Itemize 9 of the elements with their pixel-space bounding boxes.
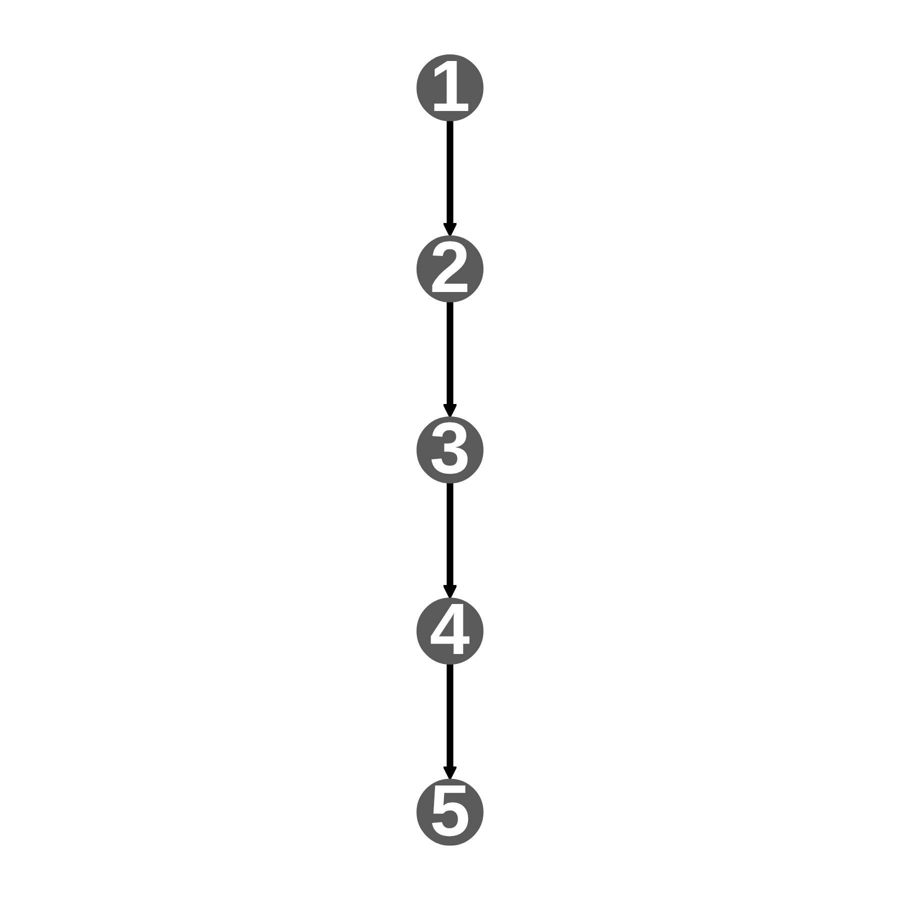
node-circle: 1: [416, 54, 484, 122]
arrow: [442, 664, 458, 780]
node-circle: 3: [416, 416, 484, 484]
node-circle: 4: [416, 598, 484, 665]
arrow: [442, 302, 458, 418]
node-circle: 5: [416, 778, 484, 846]
arrow: [442, 482, 458, 600]
arrow: [442, 120, 458, 237]
node-circle: 2: [416, 235, 484, 302]
